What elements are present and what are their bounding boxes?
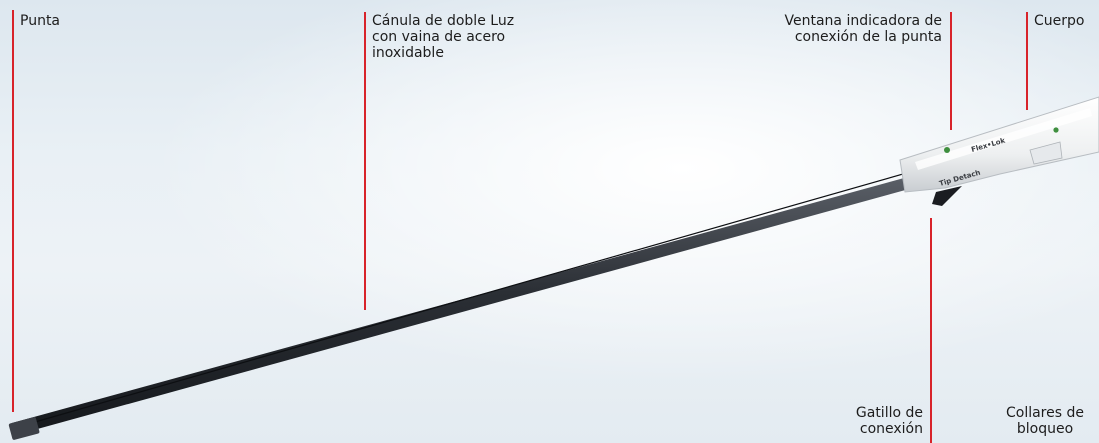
indicator-window: [944, 147, 950, 153]
leader-cuerpo: [1026, 12, 1028, 110]
tip-end: [8, 417, 40, 440]
label-punta: Punta: [20, 13, 61, 29]
connection-trigger: [932, 186, 962, 206]
label-collares: Collares de bloqueo: [1005, 405, 1084, 437]
leader-punta: [12, 10, 14, 412]
leader-gatillo: [930, 218, 932, 443]
label-cuerpo: Cuerpo: [1034, 13, 1085, 29]
label-ventana: Ventana indicadora de conexión de la pun…: [784, 13, 943, 45]
label-canula: Cánula de doble Luz con vaina de acero i…: [372, 13, 515, 61]
cannula-shaft: [12, 175, 920, 436]
leader-ventana: [950, 12, 952, 130]
indicator-window-2: [1053, 127, 1059, 133]
label-gatillo: Gatillo de conexión: [855, 405, 923, 437]
locking-collar: [1029, 141, 1063, 165]
leader-canula: [364, 12, 366, 310]
handle-highlight: [915, 108, 1092, 170]
